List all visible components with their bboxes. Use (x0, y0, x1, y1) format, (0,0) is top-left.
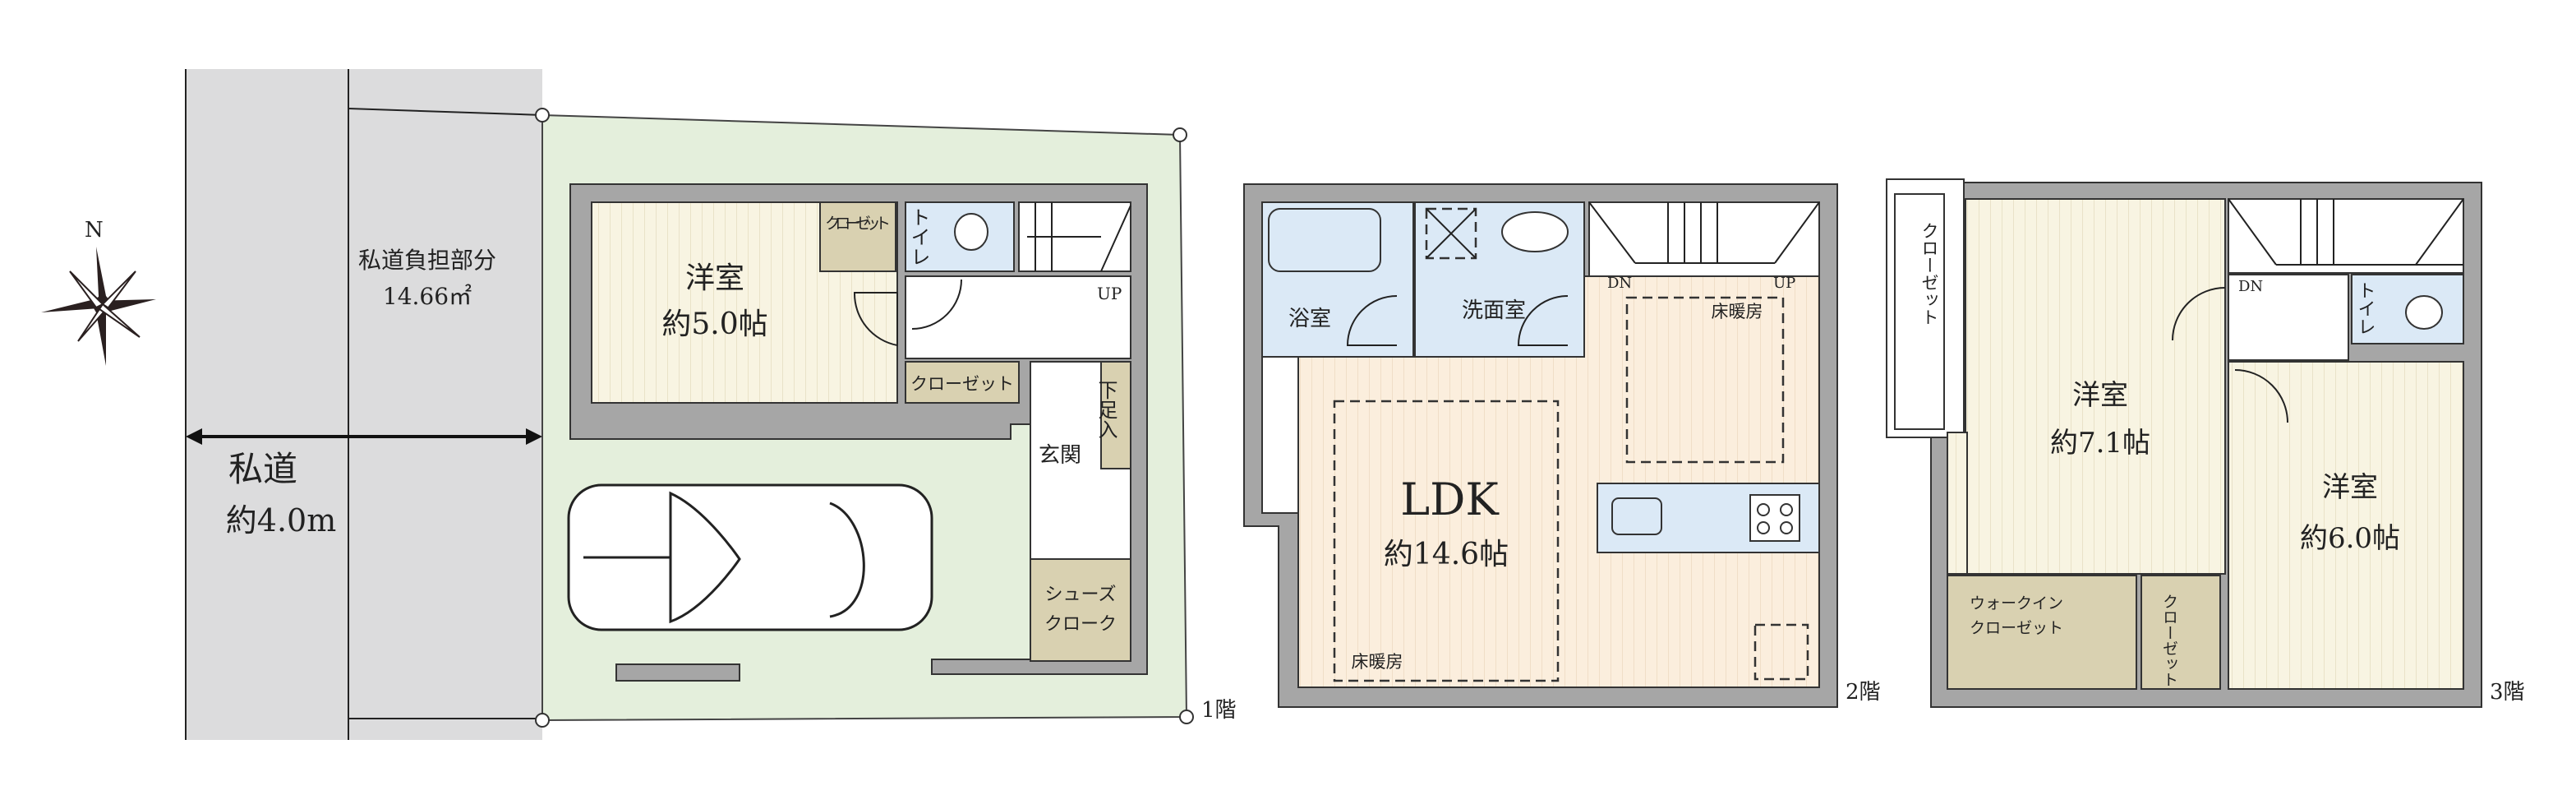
wic-label-2: クローゼット (1970, 619, 2063, 637)
toilet-label: トイレ (907, 207, 930, 266)
shoes-cloak-label-1: シューズ (1045, 585, 1117, 605)
floor-heating-area (1333, 400, 1560, 682)
door-swing-icon (2234, 369, 2288, 423)
sink-icon (1501, 211, 1569, 252)
stove-icon (1749, 494, 1800, 542)
up-label: UP (1097, 284, 1122, 303)
up-label: UP (1773, 275, 1795, 292)
private-road (186, 69, 542, 740)
compass-icon: N (41, 218, 156, 366)
door-swing-icon (1517, 295, 1569, 346)
boundary-markers (535, 108, 1194, 728)
room-western-6 (2228, 361, 2464, 690)
room-name: 洋室 (685, 261, 744, 295)
bath-label: 浴室 (1288, 307, 1331, 331)
closet-label: クローゼット (910, 374, 1014, 394)
hallway (2228, 274, 2349, 361)
closet (2141, 575, 2221, 690)
closet-balcony (1894, 193, 1945, 430)
car-stop (615, 663, 740, 682)
room1-name: 洋室 (2072, 379, 2128, 412)
door-swing-icon (1346, 295, 1398, 346)
door-swing-icon (853, 292, 898, 347)
boundary-line (348, 108, 543, 116)
shoe-box-label: 下足入 (1094, 380, 1117, 439)
floor-label: 2階 (1846, 680, 1881, 705)
fridge-space (1753, 623, 1809, 681)
closet-small-label: クローゼット (825, 215, 891, 233)
ldk-name: LDK (1400, 474, 1500, 525)
closet-small (819, 201, 896, 272)
north-label: N (85, 218, 104, 243)
stairs-lines (2228, 198, 2464, 266)
road-width-arrow (186, 428, 542, 445)
washroom-label: 洗面室 (1462, 298, 1526, 323)
wic-label-1: ウォークイン (1970, 594, 2063, 613)
bathtub-icon (1268, 208, 1381, 272)
shoes-cloak-label-2: クローク (1044, 614, 1117, 635)
staircase (2228, 198, 2464, 274)
toilet-icon (954, 213, 988, 251)
toilet-icon (2405, 295, 2443, 330)
walk-in-closet (1947, 575, 2137, 690)
floor-label: 3階 (2490, 680, 2525, 705)
road-label: 私道 (228, 449, 297, 489)
stairs-lines (1027, 202, 1131, 272)
entrance-label: 玄関 (1039, 443, 1081, 468)
shoe-box (1100, 361, 1131, 469)
shoes-cloak (1030, 558, 1131, 662)
floor-heating-label: 床暖房 (1352, 652, 1403, 672)
door-swing-icon (2172, 287, 2226, 341)
closet-label: クローゼット (2160, 594, 2178, 687)
floor-2: 浴室 洗面室 DN UP 床暖房 LDK 約14.6帖 床暖房 2階 (1243, 183, 1881, 708)
staircase (1588, 201, 1820, 277)
room1-size: 約7.1帖 (2050, 427, 2150, 460)
door-swing-icon (911, 279, 962, 330)
private-road-share-label: 私道負担部分 (358, 247, 496, 274)
dn-label: DN (1607, 275, 1632, 292)
washing-machine-icon (1425, 207, 1477, 260)
private-road-share-area: 14.66㎡ (383, 283, 472, 310)
kitchen-sink-icon (1611, 497, 1662, 535)
room-western-7 (1965, 198, 2226, 575)
dn-label: DN (2238, 278, 2263, 295)
floor-1: 洋室 約5.0帖 クローゼット トイレ UP クローゼット 玄関 下足入 シュー… (567, 183, 1237, 723)
floor-heating-label: 床暖房 (1712, 302, 1763, 321)
closet-balcony-label: クローゼット (1919, 222, 1939, 326)
floor-3: クローゼット 洋室 約7.1帖 洋室 約6.0帖 DN トイレ ウォークイン ク… (1886, 178, 2525, 708)
toilet-label: トイレ (2355, 281, 2376, 335)
ldk-size: 約14.6帖 (1384, 538, 1509, 571)
room-size: 約5.0帖 (661, 307, 767, 341)
car-icon (567, 483, 933, 631)
room2-name: 洋室 (2322, 471, 2378, 504)
wall-recess (1261, 356, 1299, 514)
road-width: 約4.0m (226, 502, 336, 539)
floor-heating-area (1625, 296, 1785, 464)
room-western-7-alcove (1947, 432, 1968, 575)
stairs-lines (1588, 201, 1820, 264)
room2-size: 約6.0帖 (2300, 522, 2400, 555)
floor-label: 1階 (1201, 698, 1237, 723)
closet (905, 361, 1020, 404)
